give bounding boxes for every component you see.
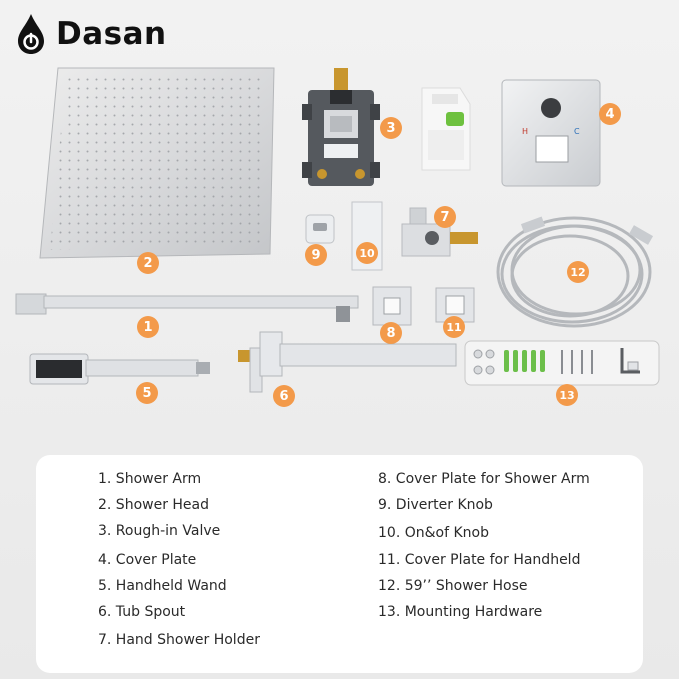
- badge-9: 9: [305, 244, 327, 266]
- water-drop-icon: [18, 14, 44, 54]
- legend-item-7: 7. Hand Shower Holder: [98, 632, 260, 648]
- legend-item-13: 13. Mounting Hardware: [378, 604, 543, 620]
- badge-6: 6: [273, 385, 295, 407]
- legend-item-10: 10. On&of Knob: [378, 525, 489, 541]
- shower-arm-image: [15, 293, 359, 322]
- legend-item-5: 5. Handheld Wand: [98, 578, 227, 594]
- plaster-guard-image: [421, 87, 471, 171]
- brand-name: Dasan: [56, 16, 167, 52]
- legend-item-2: 2. Shower Head: [98, 497, 210, 513]
- badge-2: 2: [137, 252, 159, 274]
- legend-item-9: 9. Diverter Knob: [378, 497, 493, 513]
- shower-hose-image: [496, 216, 654, 328]
- svg-text:C: C: [574, 127, 580, 136]
- badge-5: 5: [136, 382, 158, 404]
- legend-item-11: 11. Cover Plate for Handheld: [378, 552, 581, 568]
- legend-item-3: 3. Rough-in Valve: [98, 523, 221, 539]
- handheld-wand-image: [29, 353, 210, 385]
- hand-shower-holder-image: [401, 207, 478, 257]
- tub-spout-image: [238, 331, 457, 393]
- badge-7: 7: [434, 206, 456, 228]
- legend-item-8: 8. Cover Plate for Shower Arm: [378, 471, 590, 487]
- badge-3: 3: [380, 117, 402, 139]
- legend-item-1: 1. Shower Arm: [98, 471, 202, 487]
- svg-text:H: H: [522, 127, 528, 136]
- shower-head-image: [39, 67, 275, 259]
- badge-4: 4: [599, 103, 621, 125]
- badge-12: 12: [567, 261, 589, 283]
- brand-logo: Dasan: [14, 12, 167, 56]
- legend-item-12: 12. 59’’ Shower Hose: [378, 578, 528, 594]
- badge-8: 8: [380, 322, 402, 344]
- rough-in-valve-image: [302, 68, 380, 186]
- cover-plate-image: H C: [501, 79, 601, 187]
- badge-13: 13: [556, 384, 578, 406]
- legend-item-4: 4. Cover Plate: [98, 552, 197, 568]
- badge-1: 1: [137, 316, 159, 338]
- badge-10: 10: [356, 242, 378, 264]
- parts-legend: 1. Shower Arm 2. Shower Head 3. Rough-in…: [36, 455, 643, 673]
- badge-11: 11: [443, 316, 465, 338]
- mounting-hardware-image: [464, 340, 660, 386]
- shower-arm-cover-plate-image: [372, 286, 412, 326]
- legend-item-6: 6. Tub Spout: [98, 604, 186, 620]
- diverter-knob-image: [305, 214, 335, 244]
